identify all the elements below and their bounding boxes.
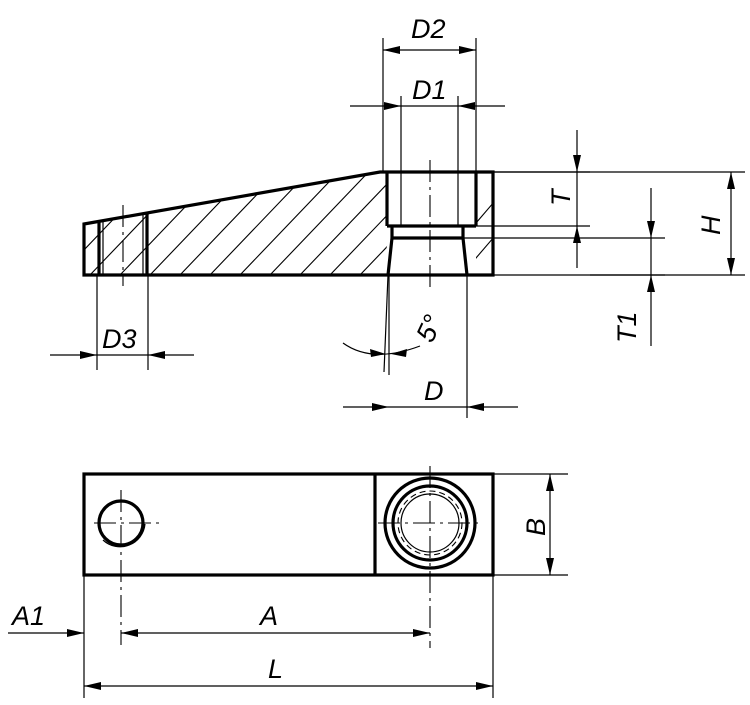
top-plan-view — [82, 466, 495, 648]
section-hatching — [84, 172, 392, 275]
side-section-view — [82, 160, 495, 290]
dim-b: B — [493, 473, 568, 576]
label-t: T — [546, 187, 576, 206]
label-t1: T1 — [612, 311, 642, 343]
dim-d: D — [343, 275, 518, 418]
dim-d1: D1 — [350, 75, 505, 172]
label-l: L — [268, 654, 283, 684]
label-d3: D3 — [102, 324, 137, 354]
body-outline — [82, 170, 495, 277]
label-a1: A1 — [10, 601, 45, 631]
section-hatching-right — [476, 194, 493, 266]
label-d2: D2 — [411, 14, 446, 44]
label-h: H — [696, 215, 726, 235]
label-d1: D1 — [412, 75, 447, 105]
dim-a1: A1 — [8, 575, 85, 698]
dim-d2: D2 — [382, 14, 477, 172]
label-d: D — [424, 376, 444, 406]
dim-d3: D3 — [50, 275, 194, 370]
label-angle: 5° — [410, 310, 448, 346]
label-b: B — [521, 518, 551, 536]
dim-a: A — [121, 601, 430, 637]
plan-outline — [82, 472, 495, 577]
label-a: A — [258, 601, 278, 631]
dim-l: L — [84, 575, 494, 698]
dim-angle: 5° — [342, 274, 448, 375]
dim-h: H — [493, 171, 745, 276]
